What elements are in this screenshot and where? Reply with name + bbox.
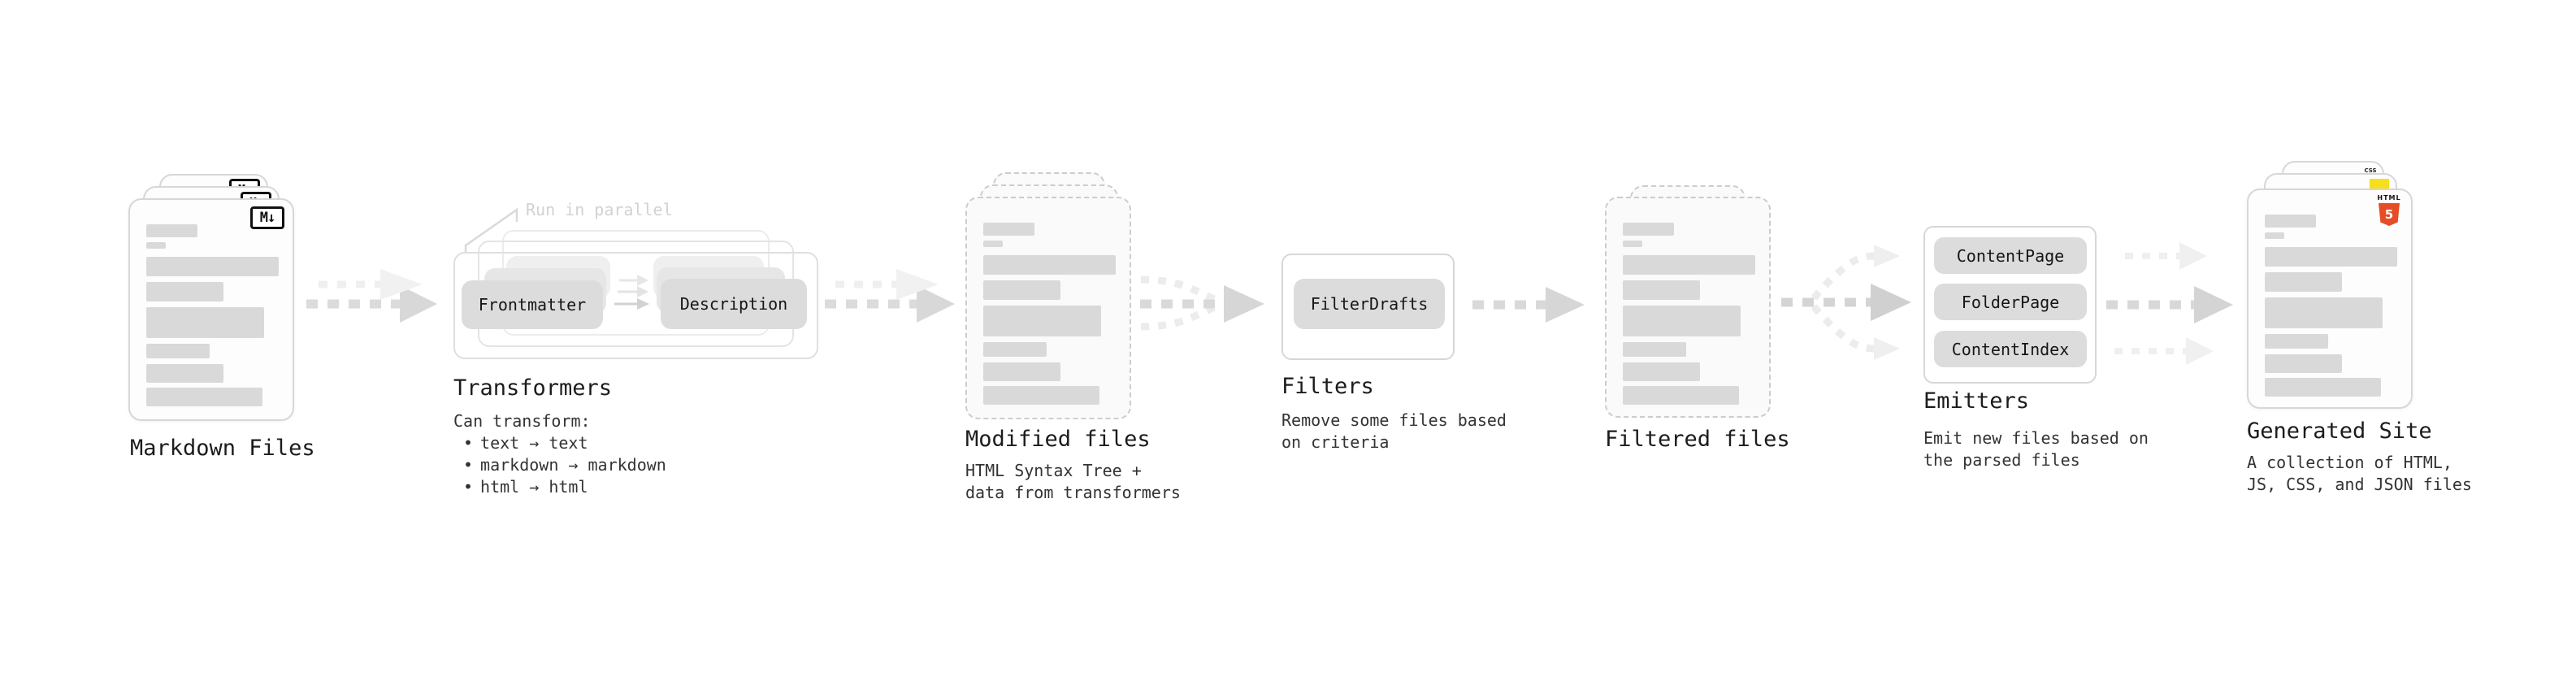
content-line-bar: [146, 364, 223, 383]
content-line-bar: [146, 224, 197, 237]
arrow-emitters-to-generated: [2106, 242, 2233, 365]
content-line-bar: [146, 307, 264, 338]
arrow-filters-to-filtered: [1472, 287, 1585, 323]
html5-icon: HTML 5: [2375, 194, 2403, 226]
can-transform-heading: Can transform:: [453, 411, 591, 431]
content-line-bar: [1623, 223, 1674, 236]
content-line-bar: [2265, 334, 2328, 349]
modified-file-card: [965, 197, 1131, 419]
content-line-bar: [1623, 255, 1755, 275]
generated-site-title: Generated Site: [2247, 419, 2432, 444]
stage-modified-files: [965, 172, 1136, 424]
folderpage-chip: FolderPage: [1934, 284, 2087, 320]
content-line-bar: [1623, 386, 1739, 405]
emitters-title: Emitters: [1923, 388, 2030, 414]
content-line-bar: [983, 255, 1116, 275]
content-line-bar: [983, 280, 1060, 300]
content-line-bar: [146, 242, 166, 249]
content-line-bar: [983, 386, 1099, 405]
transform-bullet: • text → text: [463, 432, 666, 454]
content-line-bar: [2265, 378, 2381, 397]
description-line: A collection of HTML,: [2247, 453, 2452, 472]
content-line-bar: [1623, 241, 1642, 247]
stage-generated-site: CSS HTML 5: [2247, 161, 2418, 413]
filtered-file-card: [1605, 197, 1771, 418]
description-line: on criteria: [1281, 432, 1390, 452]
bullet-text: text → text: [480, 433, 588, 453]
content-line-bar: [1623, 362, 1700, 381]
description-line: data from transformers: [965, 483, 1181, 502]
content-line-bar: [1623, 280, 1700, 300]
description-line: the parsed files: [1923, 450, 2080, 470]
modified-files-title: Modified files: [965, 427, 1151, 452]
content-line-bar: [146, 344, 210, 358]
content-line-bar: [983, 362, 1060, 381]
html5-label: HTML: [2377, 194, 2401, 202]
html5-shield: 5: [2379, 203, 2400, 226]
description-line: Remove some files based: [1281, 410, 1507, 430]
stage-markdown-files: M↓ M↓ M↓: [128, 174, 299, 426]
arrow-filtered-to-emitters: [1781, 245, 1911, 360]
transformers-title: Transformers: [453, 375, 613, 401]
html5-number: 5: [2384, 207, 2394, 222]
filterdrafts-chip: FilterDrafts: [1294, 279, 1445, 329]
description-line: JS, CSS, and JSON files: [2247, 475, 2472, 494]
content-line-bar: [2265, 297, 2383, 328]
emitters-description: Emit new files based on the parsed files: [1923, 427, 2149, 471]
bullet-dot: •: [463, 433, 474, 453]
content-line-bar: [146, 388, 262, 406]
markdown-files-title: Markdown Files: [130, 436, 315, 461]
content-line-bar: [2265, 232, 2284, 239]
stage-filtered-files: [1605, 185, 1776, 429]
generated-site-description: A collection of HTML, JS, CSS, and JSON …: [2247, 452, 2472, 496]
transform-bullet: • html → html: [463, 476, 666, 498]
content-line-bar: [146, 282, 223, 301]
parallel-run-arrows: [614, 275, 649, 310]
run-in-parallel-note: Run in parallel: [526, 200, 673, 219]
content-line-bar: [1623, 306, 1741, 336]
generated-file-card: HTML 5: [2247, 189, 2413, 409]
contentpage-chip: ContentPage: [1934, 237, 2087, 274]
transform-bullet: • markdown → markdown: [463, 454, 666, 476]
contentindex-chip: ContentIndex: [1934, 331, 2087, 367]
content-line-bar: [983, 342, 1047, 357]
transformers-description: Can transform: • text → text • markdown …: [453, 410, 666, 498]
content-line-bar: [983, 223, 1034, 236]
description-chip: Description: [661, 279, 807, 329]
bullet-dot: •: [463, 455, 474, 475]
markdown-file-card: M↓: [128, 198, 294, 421]
run-in-parallel-callout-line: [464, 207, 518, 253]
description-line: HTML Syntax Tree +: [965, 461, 1142, 480]
content-line-bar: [983, 306, 1101, 336]
content-line-bar: [983, 241, 1003, 247]
content-line-bar: [146, 257, 279, 276]
modified-files-description: HTML Syntax Tree + data from transformer…: [965, 460, 1181, 504]
filters-title: Filters: [1281, 374, 1374, 399]
content-line-bar: [2265, 354, 2342, 373]
description-line: Emit new files based on: [1923, 428, 2149, 448]
content-line-bar: [2265, 247, 2397, 267]
bullet-dot: •: [463, 477, 474, 497]
transformer-run-box-front: [453, 252, 818, 359]
markdown-icon: M↓: [250, 206, 284, 229]
content-line-bar: [2265, 215, 2316, 228]
js-icon: [2370, 179, 2389, 189]
arrow-transformers-to-modified: [825, 269, 955, 323]
filters-description: Remove some files based on criteria: [1281, 410, 1507, 453]
bullet-text: html → html: [480, 477, 588, 497]
css-label: CSS: [2364, 167, 2377, 174]
content-line-bar: [1623, 342, 1686, 357]
filtered-files-title: Filtered files: [1605, 427, 1790, 452]
bullet-text: markdown → markdown: [480, 455, 666, 475]
frontmatter-chip: Frontmatter: [462, 280, 603, 329]
arrow-markdown-to-transformers: [306, 269, 437, 323]
arrow-modified-to-filters: [1140, 275, 1264, 331]
content-line-bar: [2265, 272, 2342, 292]
